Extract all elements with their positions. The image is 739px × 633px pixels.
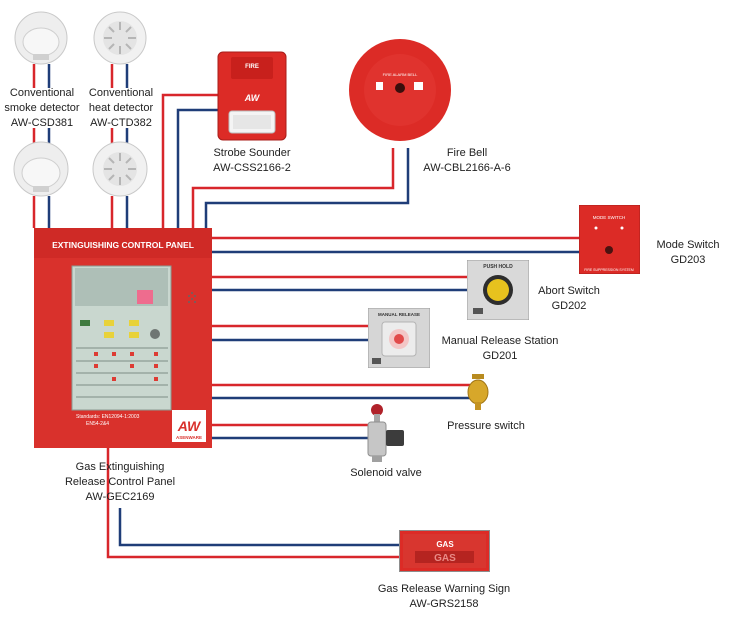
strobe-sounder: FIRE AW	[217, 51, 287, 141]
manual-release-face-text: MANUAL RELEASE	[378, 312, 420, 317]
abort-switch-label: Abort Switch GD202	[538, 285, 600, 312]
strobe-wires	[161, 93, 220, 228]
strobe-logo: AW	[244, 93, 261, 103]
panel-logo-mark: AW	[177, 418, 202, 434]
manual-release-label: Manual Release Station GD201	[441, 335, 559, 362]
mode-switch-face-text: MODE SWITCH	[593, 215, 626, 220]
sign-wires	[106, 448, 400, 559]
mode-switch-footer: FIRE SUPPRESSION SYSTEM	[584, 268, 634, 272]
sign-face-text: GAS	[436, 540, 454, 549]
panel-header: EXTINGUISHING CONTROL PANEL	[52, 240, 194, 250]
control-panel-label: Gas Extinguishing Release Control Panel …	[64, 461, 176, 503]
heat-detector-bottom	[92, 141, 148, 197]
smoke-detector-bottom	[13, 141, 69, 197]
warning-sign-label: Gas Release Warning Sign AW-GRS2158	[377, 583, 511, 610]
panel-brand: ASENWARE	[176, 435, 202, 440]
output-wires	[212, 236, 580, 440]
manual-release-station: MANUAL RELEASE	[368, 308, 430, 368]
abort-switch: PUSH HOLD	[467, 260, 529, 320]
mode-switch-label: Mode Switch GD203	[656, 239, 720, 266]
bell-wires	[191, 148, 410, 228]
smoke-detector-label: Conventional smoke detector AW-CSD381	[4, 87, 80, 129]
mode-switch: MODE SWITCH FIRE SUPPRESSION SYSTEM	[579, 205, 640, 274]
pressure-switch-label: Pressure switch	[447, 420, 525, 432]
fire-bell: FIRE ALARM BELL	[349, 39, 451, 141]
panel-standards-2: EN54-2&4	[86, 421, 109, 427]
abort-face-text: PUSH HOLD	[483, 264, 513, 270]
sign-face-text-large: GAS	[434, 553, 456, 564]
control-panel: EXTINGUISHING CONTROL PANEL	[34, 228, 212, 448]
heat-detector-label: Conventional heat detector AW-CTD382	[88, 87, 154, 129]
bell-face-text: FIRE ALARM BELL	[383, 72, 418, 77]
panel-standards-1: Standards: EN12094-1:2003	[76, 414, 140, 420]
strobe-sounder-label: Strobe Sounder AW-CSS2166-2	[213, 147, 291, 174]
pressure-switch	[467, 374, 489, 410]
heat-detector-top	[93, 11, 147, 65]
detector-wires	[32, 64, 129, 228]
gas-warning-sign: GAS GAS	[399, 530, 490, 572]
solenoid-valve-label: Solenoid valve	[350, 467, 422, 479]
solenoid-valve	[367, 404, 404, 462]
fire-bell-label: Fire Bell AW-CBL2166-A-6	[423, 147, 511, 174]
strobe-face-text: FIRE	[245, 64, 259, 70]
smoke-detector-top	[14, 11, 68, 65]
